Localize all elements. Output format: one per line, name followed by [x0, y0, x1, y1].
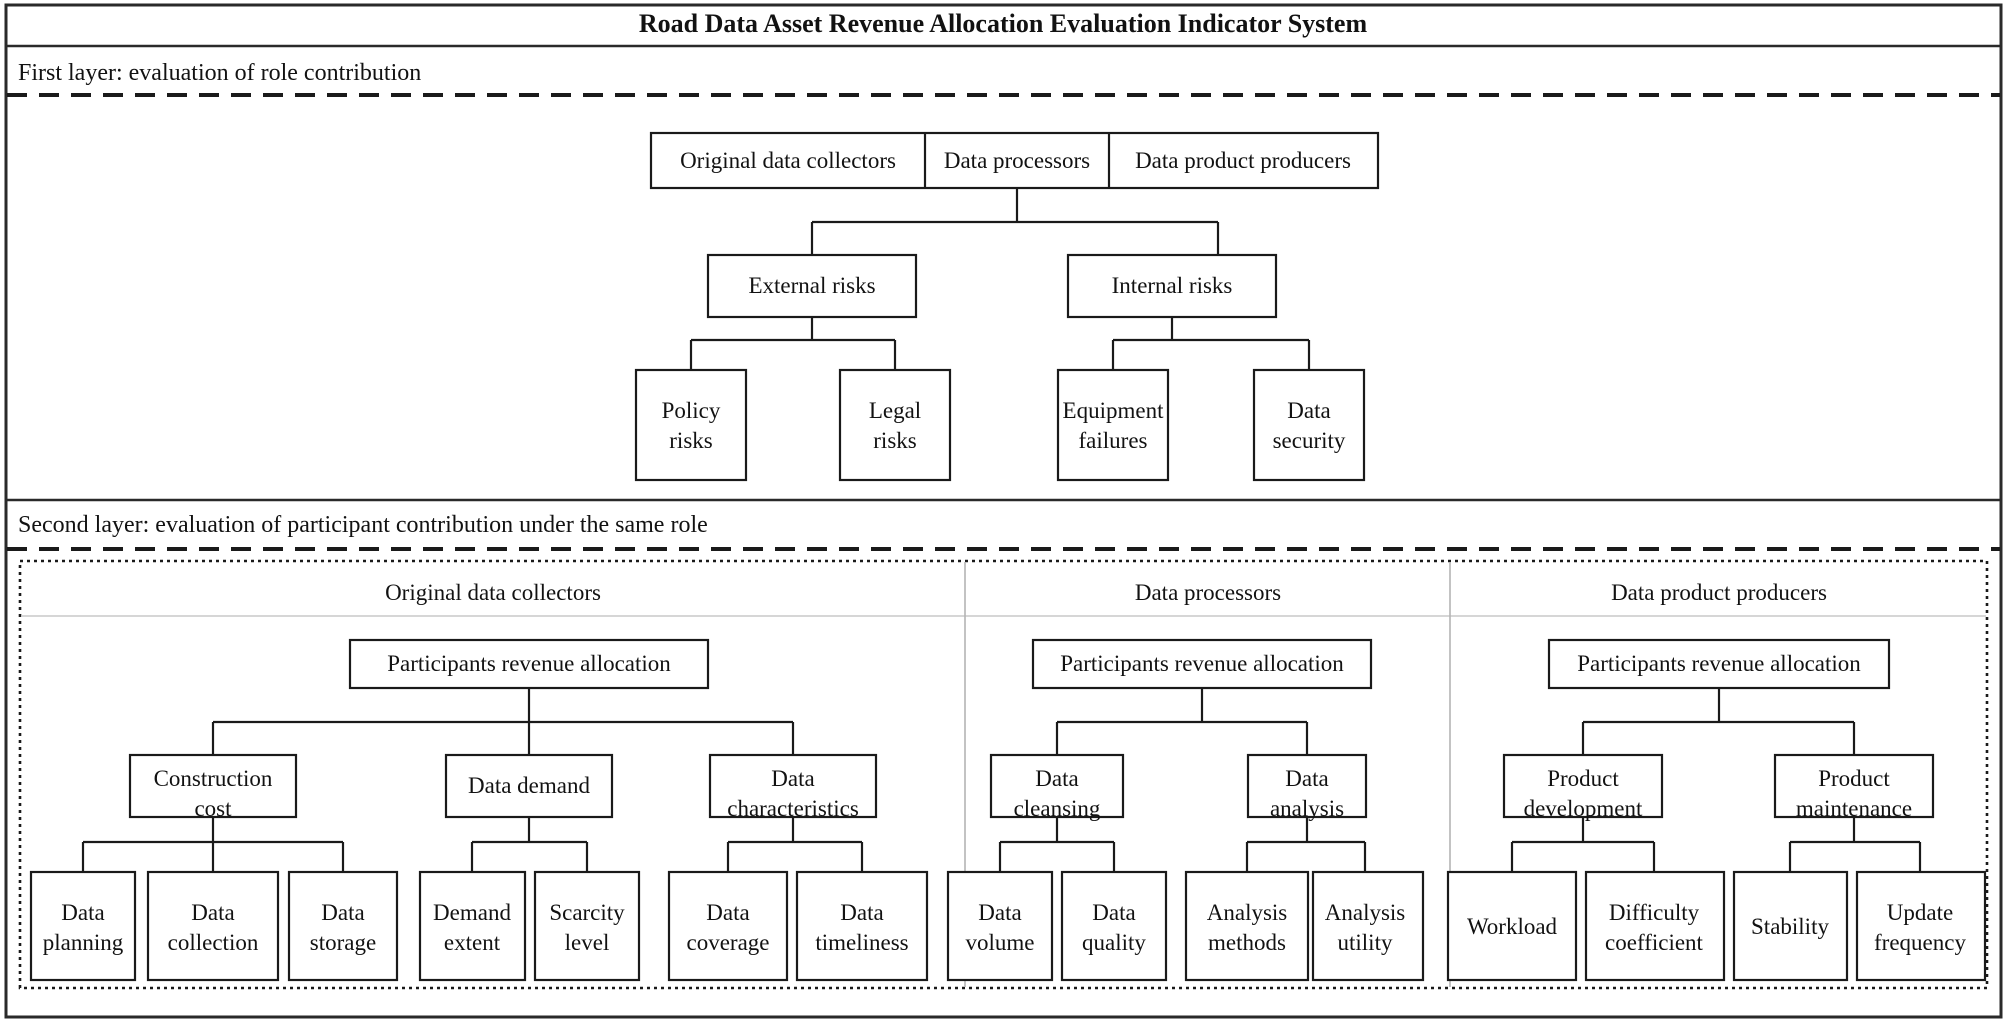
role-box-0[interactable]: Original data collectors	[680, 148, 896, 173]
col0-leaf-data-collection-box[interactable]	[146, 870, 280, 982]
data-security-box[interactable]	[1252, 368, 1366, 482]
col1-root-box[interactable]	[1031, 638, 1373, 690]
col2-group-0-box[interactable]	[1502, 753, 1664, 819]
col2-leaf-workload-label: Workload	[1467, 914, 1558, 939]
first-layer-connectors	[810, 188, 1220, 255]
roles-row: Original data collectors Data processors…	[649, 131, 1380, 190]
column-original-data-collectors: Participants revenue allocation Construc…	[29, 638, 929, 982]
col1-leaf-data-quality-box[interactable]	[1060, 870, 1168, 982]
col0-root-box[interactable]	[348, 638, 710, 690]
col1-leaf-data-volume-box[interactable]	[946, 870, 1054, 982]
col1-root-label: Participants revenue allocation	[1060, 651, 1344, 676]
col2-root-label: Participants revenue allocation	[1577, 651, 1861, 676]
col0-group-2-box[interactable]	[708, 753, 878, 819]
external-risks-label: External risks	[748, 273, 875, 298]
internal-leaf-connectors	[1111, 317, 1311, 370]
col0-group-1-box[interactable]	[444, 753, 614, 819]
internal-risks-label: Internal risks	[1112, 273, 1233, 298]
second-layer-label: Second layer: evaluation of participant …	[18, 512, 708, 538]
column-header-1: Data processors	[1135, 580, 1281, 605]
policy-risks-box[interactable]	[634, 368, 748, 482]
col0-group-1-label: Data demand	[468, 773, 590, 798]
column-header-0: Original data collectors	[385, 580, 601, 605]
outer-frame	[4, 3, 2003, 1019]
col1-group-0-box[interactable]	[989, 753, 1125, 819]
column-header-2: Data product producers	[1611, 580, 1827, 605]
col2-leaf-workload-box[interactable]	[1446, 870, 1578, 982]
col0-root-label: Participants revenue allocation	[387, 651, 671, 676]
role-box-1[interactable]: Data processors	[944, 148, 1090, 173]
col2-leaf-difficulty-coefficient-box[interactable]	[1584, 870, 1726, 982]
col2-group-1-box[interactable]	[1773, 753, 1935, 819]
group-external-risks[interactable]: External risks	[706, 253, 918, 319]
first-layer-label: First layer: evaluation of role contribu…	[18, 60, 421, 86]
roles-row-outline	[649, 131, 1380, 190]
col2-leaf-update-frequency-box[interactable]	[1855, 870, 1987, 982]
col0-leaf-data-planning-box[interactable]	[29, 870, 137, 982]
col1-leaf-analysis-methods-box[interactable]	[1184, 870, 1310, 982]
col1-leaf-analysis-utility-box[interactable]	[1311, 870, 1425, 982]
col0-leaf-data-storage-box[interactable]	[287, 870, 399, 982]
col0-leaf-demand-extent-box[interactable]	[418, 870, 527, 982]
equipment-failures-box[interactable]	[1056, 368, 1170, 482]
legal-risks-box[interactable]	[838, 368, 952, 482]
col2-leaf-stability-label: Stability	[1751, 914, 1829, 939]
col2-leaf-stability-box[interactable]	[1732, 870, 1849, 982]
col0-leaf-data-coverage-box[interactable]	[667, 870, 789, 982]
col0-group-0-box[interactable]	[128, 753, 298, 819]
role-box-2[interactable]: Data product producers	[1135, 148, 1351, 173]
group-internal-risks[interactable]: Internal risks	[1066, 253, 1278, 319]
col0-leaf-data-timeliness-box[interactable]	[795, 870, 929, 982]
page-title: Road Data Asset Revenue Allocation Evalu…	[639, 9, 1368, 38]
external-leaf-connectors	[689, 317, 897, 370]
col0-leaf-scarcity-level-box[interactable]	[533, 870, 641, 982]
